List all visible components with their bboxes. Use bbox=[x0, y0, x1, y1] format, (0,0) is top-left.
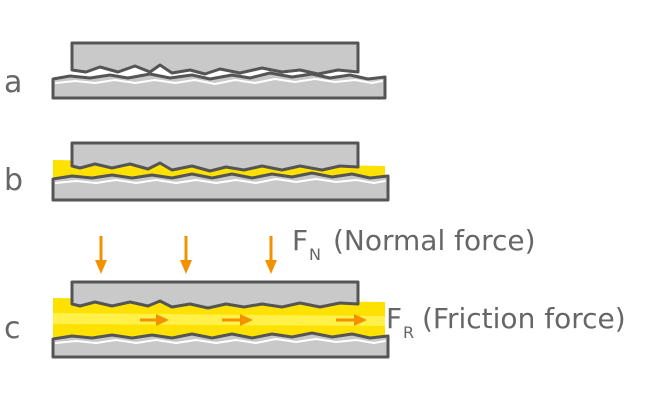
panel-b-label: b bbox=[4, 163, 23, 198]
friction-force-subscript: R bbox=[403, 323, 414, 342]
panel-c: c bbox=[4, 236, 390, 359]
panel-b-lower-highlight bbox=[55, 178, 386, 184]
normal-force-label: F N (Normal force) bbox=[292, 224, 536, 264]
panel-a-lower-plate bbox=[51, 71, 387, 100]
friction-force-symbol: F bbox=[386, 302, 402, 335]
panel-c-lubricant-highlight bbox=[53, 313, 385, 326]
panel-c-lower-highlight bbox=[55, 338, 386, 344]
panel-a-label: a bbox=[4, 65, 22, 100]
panel-b-upper-plate bbox=[70, 141, 360, 173]
friction-force-arrows bbox=[140, 314, 367, 326]
normal-force-arrow bbox=[95, 236, 107, 274]
panel-b-lower-plate bbox=[51, 171, 390, 202]
friction-force-arrow bbox=[336, 314, 367, 326]
panel-c-lower-plate bbox=[51, 331, 390, 359]
normal-force-text: (Normal force) bbox=[333, 224, 536, 257]
friction-force-label: F R (Friction force) bbox=[386, 302, 626, 342]
panel-a-lower-highlight bbox=[55, 78, 383, 85]
friction-force-arrow bbox=[140, 314, 169, 326]
panel-a: a bbox=[4, 41, 387, 100]
normal-force-arrows bbox=[95, 236, 277, 274]
normal-force-arrow bbox=[265, 236, 277, 274]
normal-force-arrow bbox=[180, 236, 192, 274]
normal-force-symbol: F bbox=[292, 224, 308, 257]
panel-c-upper-plate bbox=[70, 280, 360, 310]
panel-a-upper-plate bbox=[70, 41, 360, 76]
panel-b: b bbox=[4, 141, 390, 202]
friction-force-text: (Friction force) bbox=[422, 302, 626, 335]
panel-c-label: c bbox=[4, 311, 21, 346]
normal-force-subscript: N bbox=[309, 245, 321, 264]
friction-force-arrow bbox=[222, 314, 253, 326]
